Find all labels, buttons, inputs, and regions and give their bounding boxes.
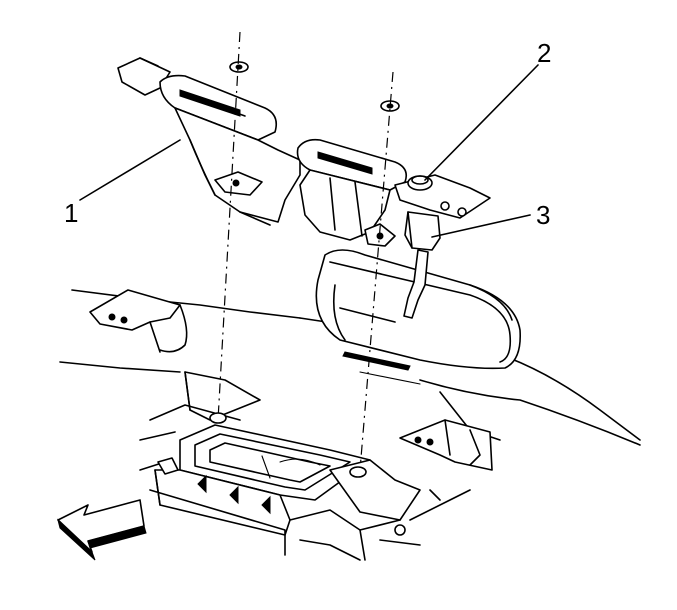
- leader-line-2: [424, 64, 539, 181]
- lower-carrier-assembly: [59, 289, 641, 561]
- leader-line-3: [431, 214, 531, 238]
- leader-lines: [79, 64, 539, 238]
- callout-2: 2: [537, 38, 551, 68]
- fastener-top-right-icon: [380, 100, 400, 112]
- callout-1: 1: [64, 198, 78, 228]
- sensor-body: [403, 211, 441, 319]
- alignment-line-right: [359, 71, 394, 471]
- oval-duct: [315, 249, 522, 385]
- front-direction-arrow-icon: [57, 499, 147, 561]
- alignment-line-left: [217, 31, 241, 421]
- fastener-top-left-icon: [229, 61, 249, 73]
- floor-air-distributor-duct: [117, 57, 408, 247]
- fastener-bottom-right-icon: [349, 466, 367, 478]
- fastener-bottom-left-icon: [209, 412, 227, 424]
- callout-3: 3: [536, 200, 550, 230]
- alignment-lines: [217, 31, 394, 471]
- leader-line-1: [79, 139, 181, 201]
